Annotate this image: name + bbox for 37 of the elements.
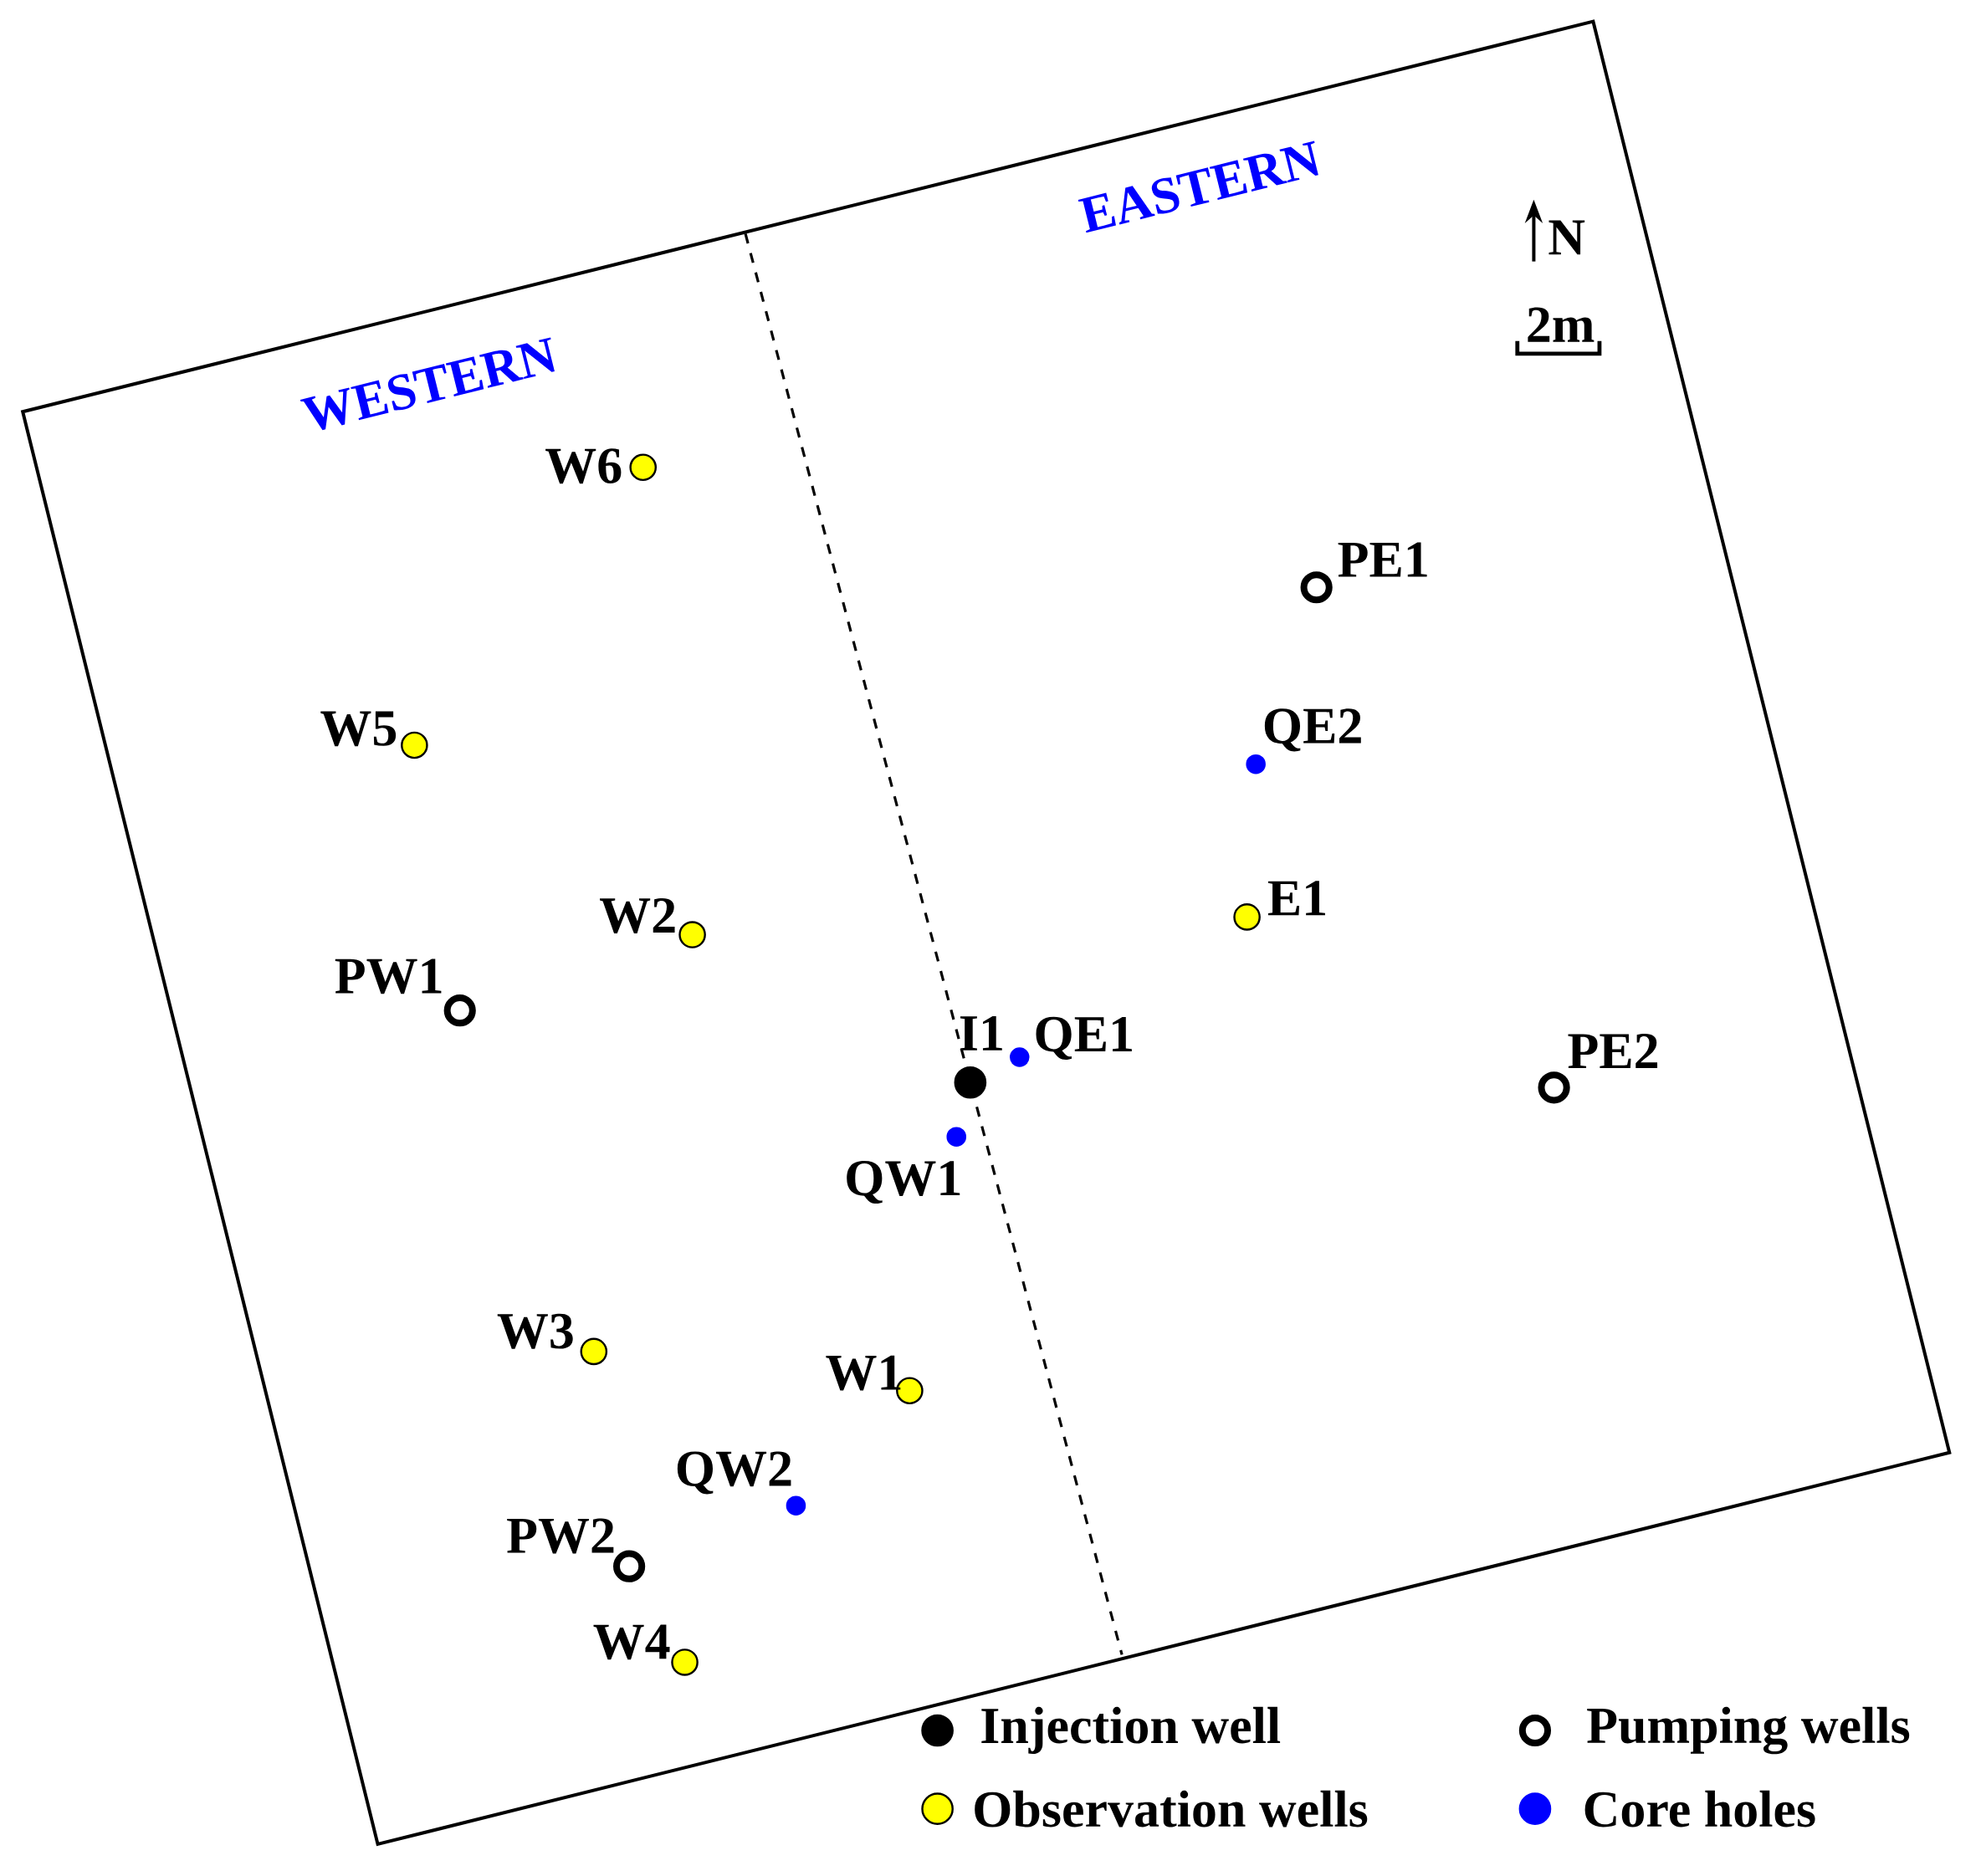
well-label: QW1 (847, 1161, 960, 1204)
well-marker (629, 453, 658, 482)
well-label: PW1 (335, 958, 442, 994)
well-label: W2 (600, 898, 675, 934)
well-label: W3 (497, 1313, 573, 1349)
well-label: W1 (826, 1355, 901, 1391)
legend-label: Pumping wells (1587, 1706, 1910, 1755)
well-marker (401, 731, 428, 759)
well-label: W6 (545, 448, 622, 484)
well-marker (678, 921, 706, 948)
well-marker (1538, 1071, 1570, 1104)
well-label: W5 (320, 711, 397, 747)
well-marker (443, 994, 476, 1027)
well-label: I1 (960, 1016, 1002, 1050)
well-marker (1246, 754, 1266, 774)
well-marker (954, 1066, 987, 1099)
well-label: PE2 (1568, 1034, 1658, 1069)
north-label: N (1548, 220, 1585, 255)
well-marker (580, 1337, 608, 1366)
well-label: QE2 (1264, 708, 1361, 752)
legend-label: Observation wells (975, 1790, 1368, 1827)
well-label: W4 (593, 1624, 670, 1660)
well-label: PW2 (507, 1518, 614, 1554)
legend-label: Core holes (1584, 1790, 1815, 1827)
well-marker (613, 1550, 646, 1582)
well-marker (786, 1495, 806, 1516)
well-label: QE1 (1036, 1017, 1132, 1061)
well-marker (671, 1649, 699, 1676)
well-marker (1300, 571, 1333, 604)
well-label: QW2 (677, 1451, 791, 1495)
well-marker (1233, 903, 1261, 931)
well-label: PE1 (1338, 542, 1427, 577)
well-marker (1010, 1047, 1030, 1067)
well-label: E1 (1267, 881, 1325, 916)
legend-label: Injection well (981, 1707, 1281, 1755)
scale-label: 2m (1528, 307, 1595, 342)
well-marker (946, 1127, 966, 1148)
